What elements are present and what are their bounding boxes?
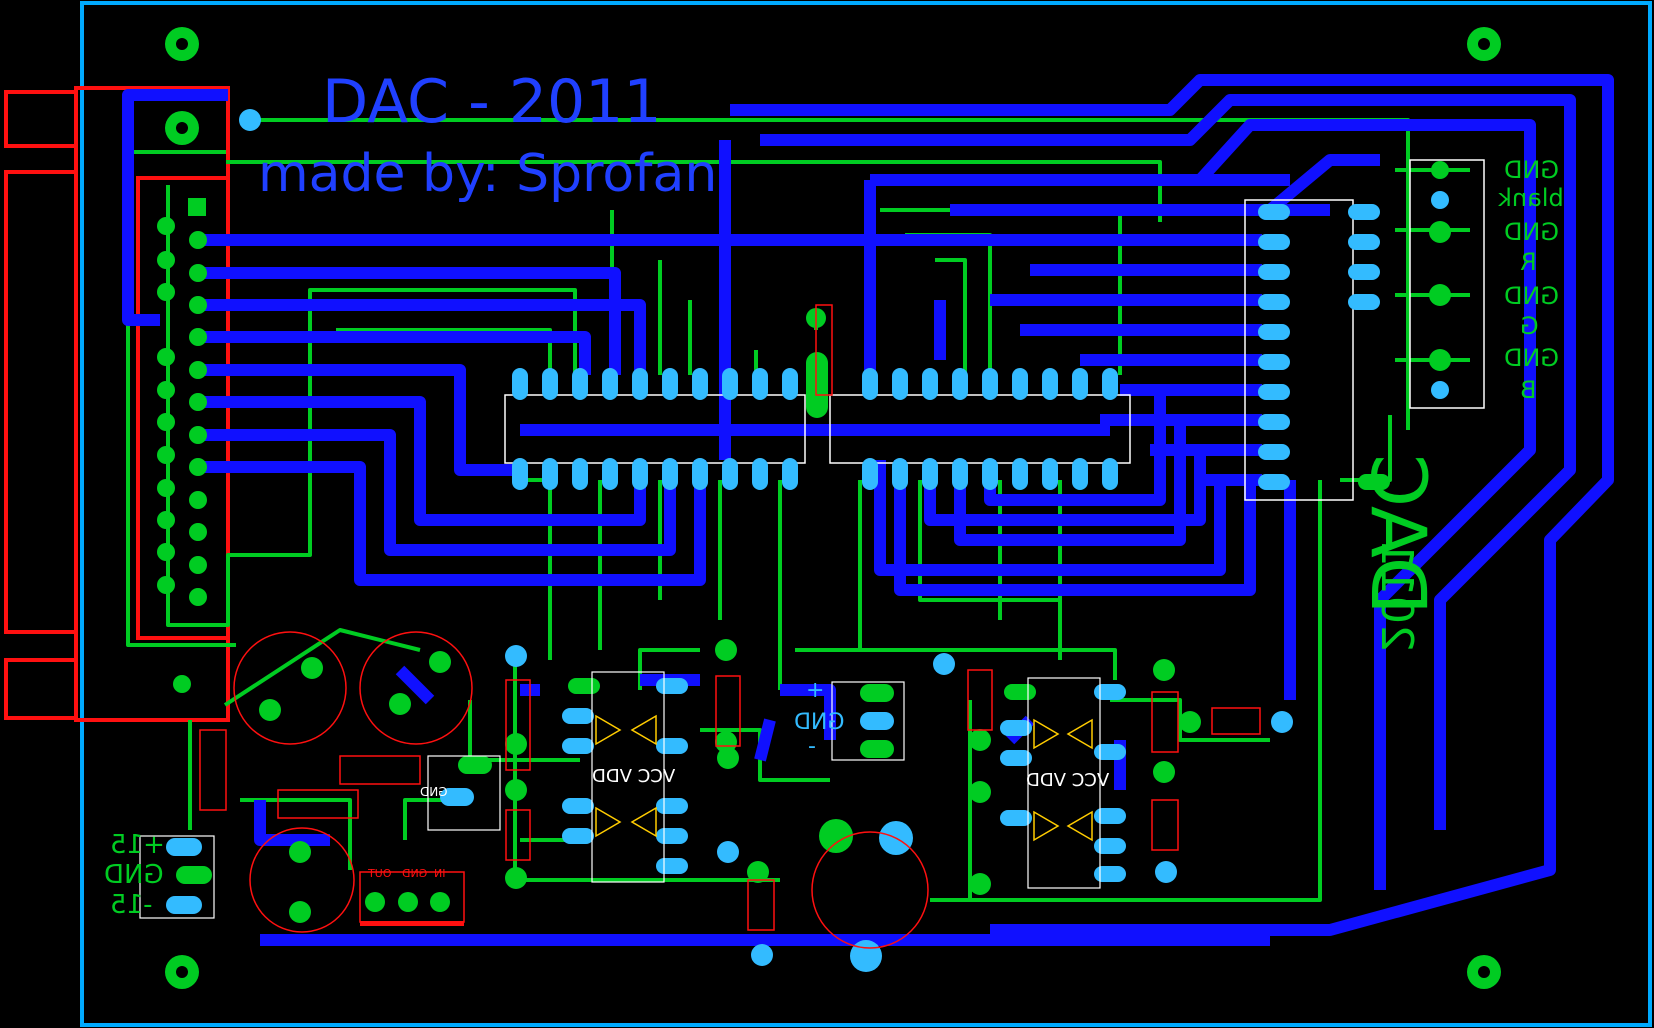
output-label-gnd-3: GND	[1504, 282, 1560, 310]
board-author: made by: Sprofan	[258, 144, 718, 204]
jumper-label-plus: +	[806, 678, 825, 703]
board-outline	[80, 1, 1652, 1027]
output-label-blank: blank	[1498, 184, 1564, 212]
output-label-gnd-4: GND	[1504, 344, 1560, 372]
regulator-label-in: IN	[434, 867, 446, 880]
regulator-label-out: OUT	[368, 867, 392, 880]
output-label-r: R	[1520, 248, 1537, 276]
jumper-label-minus: -	[808, 734, 816, 759]
ic-outlines	[504, 159, 1485, 501]
output-label-gnd-1: GND	[1504, 156, 1560, 184]
dsub-pads	[157, 198, 207, 693]
opamp-outlines	[139, 671, 1101, 919]
output-label-gnd-2: GND	[1504, 218, 1560, 246]
mounting-hole-centers	[176, 38, 1490, 978]
power-label-plus15: +15	[110, 830, 165, 860]
opamp-symbols	[595, 714, 1093, 842]
output-label-b: B	[1520, 376, 1537, 404]
opamp-label-right: VCC VDD	[1026, 770, 1110, 791]
power-label-gnd: GND	[104, 860, 164, 890]
output-label-g: G	[1520, 312, 1539, 340]
board-title: DAC - 2011	[322, 67, 662, 137]
opamp-label-left: VCC VDD	[592, 766, 676, 787]
logo-year: 2011	[1371, 540, 1422, 652]
regulator-label-gnd: GND	[402, 867, 428, 880]
through-hole-pads	[176, 161, 1451, 923]
component-outlines	[199, 304, 1261, 949]
jumper-label-gnd-left: GND	[420, 785, 448, 799]
regulator-tab	[360, 921, 464, 926]
power-label-minus15: -15	[110, 890, 153, 920]
jumper-label-gnd-center: GND	[794, 710, 845, 735]
